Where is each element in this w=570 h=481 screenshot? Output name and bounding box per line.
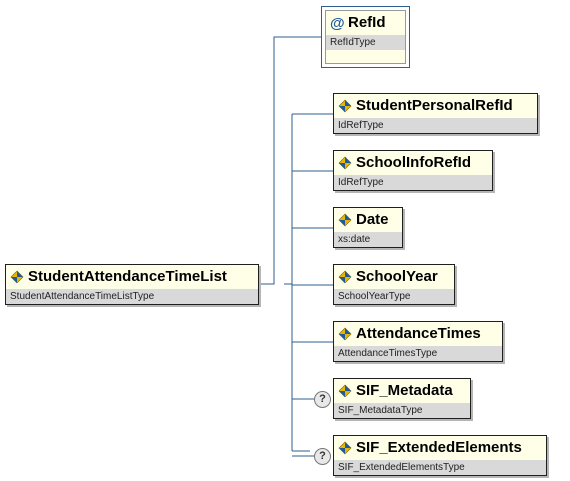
child-element-name: SchoolInfoRefId (356, 154, 471, 171)
child-element-name: StudentPersonalRefId (356, 97, 513, 114)
optional-icon: ? (314, 448, 331, 465)
element-icon (338, 156, 352, 170)
element-icon (338, 327, 352, 341)
line-root-to-attribute (259, 36, 322, 285)
element-icon (338, 441, 352, 455)
element-icon (338, 99, 352, 113)
child-element-type: xs:date (334, 232, 402, 247)
attribute-refid-name: RefId (348, 14, 386, 31)
attribute-refid-box[interactable]: @ RefId RefIdType (321, 6, 410, 68)
child-element-type: SIF_MetadataType (334, 403, 470, 418)
element-icon (10, 270, 24, 284)
element-icon (338, 270, 352, 284)
attribute-refid-head: @ RefId (326, 11, 405, 35)
child-element-head: AttendanceTimes (334, 322, 502, 346)
child-element-head: SIF_Metadata (334, 379, 470, 403)
child-element-type: IdRefType (334, 175, 492, 190)
attribute-at-icon: @ (330, 15, 345, 32)
child-element-head: Date (334, 208, 402, 232)
child-element-name: SIF_Metadata (356, 382, 453, 399)
child-element-type: IdRefType (334, 118, 537, 133)
child-element-type: SIF_ExtendedElementsType (334, 460, 546, 475)
optional-icon: ? (314, 391, 331, 408)
attribute-refid-type: RefIdType (326, 35, 405, 50)
element-icon (338, 384, 352, 398)
attribute-refid-inner: @ RefId RefIdType (325, 10, 406, 64)
child-element-name: SchoolYear (356, 268, 438, 285)
element-icon (338, 213, 352, 227)
child-element-head: SchoolInfoRefId (334, 151, 492, 175)
child-element-head: SchoolYear (334, 265, 454, 289)
child-element-date[interactable]: Date xs:date (333, 207, 403, 248)
root-element-type: StudentAttendanceTimeListType (6, 289, 258, 304)
root-element-name: StudentAttendanceTimeList (28, 268, 227, 285)
child-element-name: SIF_ExtendedElements (356, 439, 522, 456)
child-element-head: StudentPersonalRefId (334, 94, 537, 118)
child-element-type: AttendanceTimesType (334, 346, 502, 361)
child-element-type: SchoolYearType (334, 289, 454, 304)
child-element-name: Date (356, 211, 389, 228)
root-element-head: StudentAttendanceTimeList (6, 265, 258, 289)
child-element-head: SIF_ExtendedElements (334, 436, 546, 460)
root-element-box[interactable]: StudentAttendanceTimeList StudentAttenda… (5, 264, 259, 305)
child-element-name: AttendanceTimes (356, 325, 481, 342)
